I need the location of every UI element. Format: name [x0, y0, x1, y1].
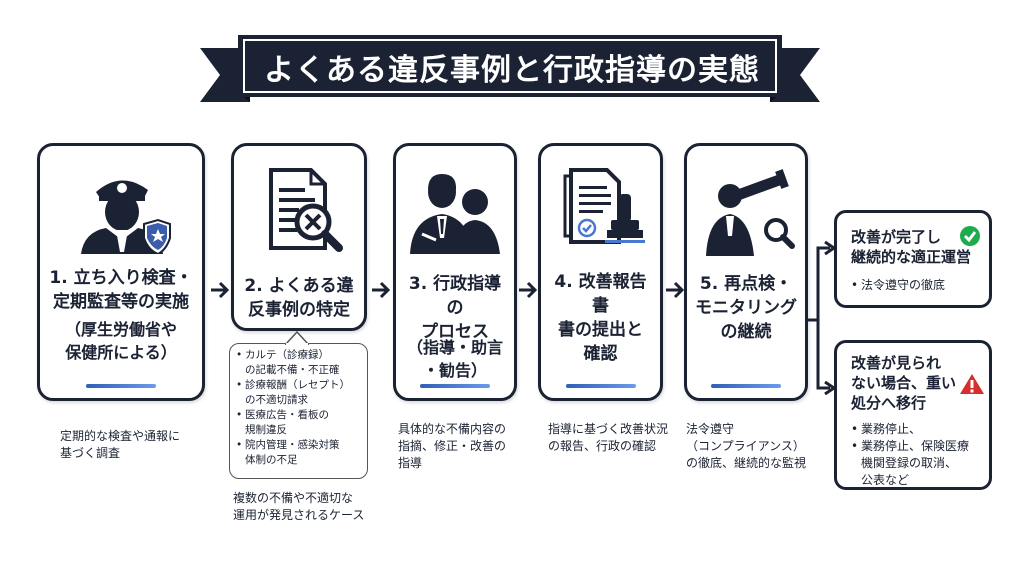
outcome-success-title: 改善が完了し 継続的な適正運営: [851, 228, 972, 266]
arrow-right-icon: [519, 281, 538, 299]
step-3-description: 具体的な不備内容の 指摘、修正・改善の 指導: [398, 422, 507, 470]
step-3-subtitle: （指導・助言 ・勧告）: [406, 338, 503, 380]
step-1-title: 1. 立ち入り検査・ 定期監査等の実施: [49, 268, 193, 312]
outcome-success-card: 改善が完了し 継続的な適正運営 法令遵守の徹底: [834, 210, 992, 308]
step-card-4: 4. 改善報告書 書の提出と 確認: [538, 143, 663, 401]
outcome-item: 法令遵守の徹底: [851, 277, 945, 294]
telescope-person-icon: [687, 160, 805, 256]
step-5-title: 5. 再点検・ モニタリング の継続: [695, 274, 797, 342]
step-card-3: 3. 行政指導の プロセス （指導・助言 ・勧告）: [393, 143, 517, 401]
step-3-title: 3. 行政指導の プロセス: [408, 274, 502, 342]
arrow-right-icon: [666, 281, 685, 299]
step-2-description: 複数の不備や不適切な 運用が発見されるケース: [233, 491, 365, 522]
arrow-right-icon: [372, 281, 391, 299]
example-item: 院内管理・感染対策 体制の不足: [236, 438, 363, 467]
step-4-description: 指導に基づく改善状況 の報告、行政の確認: [548, 422, 669, 453]
meeting-people-icon: [396, 162, 514, 254]
accent-bar: [711, 384, 781, 388]
accent-bar: [565, 384, 636, 388]
accent-bar: [420, 384, 490, 388]
warning-icon: [960, 374, 984, 394]
example-item: カルテ（診療録） の記載不備・不正確: [236, 348, 363, 377]
check-circle-icon: [960, 226, 980, 246]
step-card-1: 1. 立ち入り検査・ 定期監査等の実施 （厚生労働省や 保健所による）: [37, 143, 205, 401]
outcome-item: 業務停止、保険医療 機関登録の取消、 公表など: [851, 438, 969, 489]
step-card-5: 5. 再点検・ モニタリング の継続: [684, 143, 808, 401]
outcome-failure-card: 改善が見られ ない場合、重い 処分へ移行 業務停止、 業務停止、保険医療 機関登…: [834, 340, 992, 490]
step-4-title: 4. 改善報告書 書の提出と 確認: [554, 272, 647, 364]
step-1-description: 定期的な検査や通報に 基づく調査: [60, 429, 181, 460]
step-2-title: 2. よくある違 反事例の特定: [244, 276, 354, 320]
document-magnifier-icon: [234, 164, 364, 256]
callout-pointer: [285, 331, 309, 345]
police-officer-icon: [40, 162, 202, 254]
example-item: 診療報酬（レセプト） の不適切請求: [236, 378, 363, 407]
step-card-2: 2. よくある違 反事例の特定: [231, 143, 367, 331]
outcome-item: 業務停止、: [851, 421, 969, 438]
violation-examples-callout: カルテ（診療録） の記載不備・不正確 診療報酬（レセプト） の不適切請求 医療広…: [229, 343, 368, 479]
accent-bar: [86, 384, 156, 388]
title-banner: [200, 35, 820, 102]
step-5-description: 法令遵守 （コンプライアンス） の徹底、継続的な監視: [686, 422, 807, 470]
step-1-subtitle: （厚生労働省や 保健所による）: [64, 320, 177, 362]
arrow-right-icon: [211, 281, 230, 299]
outcome-failure-title: 改善が見られ ない場合、重い 処分へ移行: [851, 354, 957, 412]
page-title: よくある違反事例と行政指導の実態: [264, 53, 760, 88]
example-item: 医療広告・看板の 規制違反: [236, 408, 363, 437]
report-stamp-icon: [541, 164, 660, 254]
